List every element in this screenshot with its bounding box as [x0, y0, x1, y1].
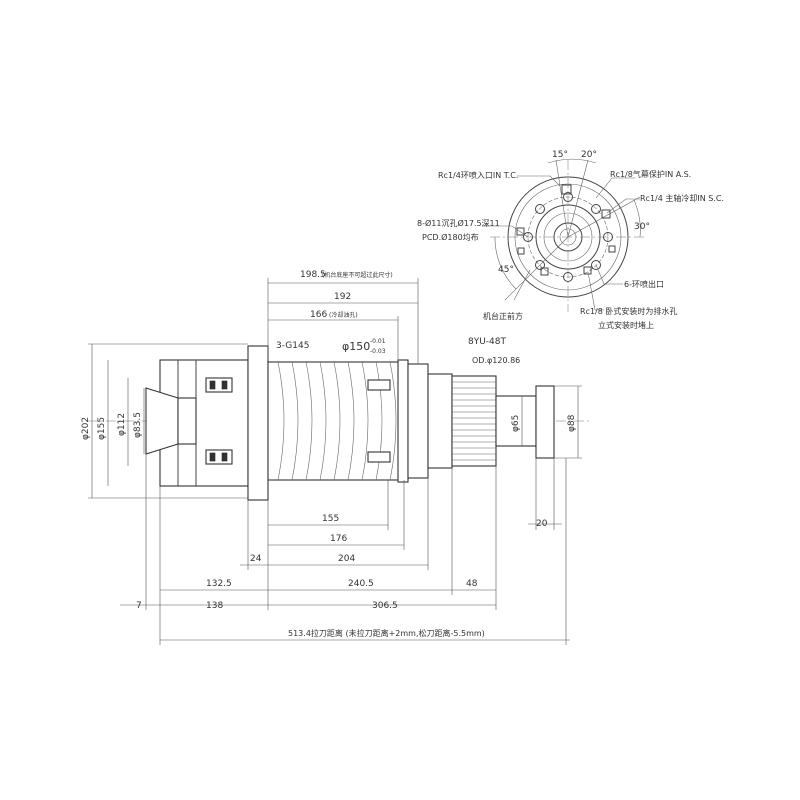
dim-198-5: 198.5: [300, 270, 326, 280]
dim-24: 24: [250, 554, 262, 564]
dim-155: 155: [322, 514, 339, 524]
angle-15: 15°: [552, 150, 568, 160]
dim-phi65: φ65: [511, 415, 521, 432]
dim-pulley: 8YU-48T: [468, 337, 507, 347]
dimension-lines: [88, 278, 582, 645]
dim-pulley-od: OD.φ120.86: [472, 356, 520, 365]
dim-132-5: 132.5: [206, 579, 232, 589]
dim-204: 204: [338, 554, 355, 564]
dim-phi112: φ112: [117, 413, 127, 436]
dim-198-5-note: (机台底座不可超过此尺寸): [322, 271, 393, 279]
label-holes-1: 8-Ø11沉孔Ø17.5深11: [417, 218, 500, 228]
dim-phi150-tol-upper: -0.01: [370, 338, 386, 345]
label-outlet: 6-环喷出口: [624, 279, 664, 289]
dim-138: 138: [206, 601, 223, 611]
dim-phi150: φ150: [342, 340, 370, 353]
mounting-holes: [523, 192, 613, 282]
housing-thread: [277, 361, 397, 481]
dim-176: 176: [330, 534, 347, 544]
dim-7: 7: [136, 601, 142, 611]
dim-240-5: 240.5: [348, 579, 374, 589]
dim-48: 48: [466, 579, 478, 589]
label-rc18-h1: Rc1/8 卧式安装时为排水孔: [580, 306, 677, 316]
end-view: 15° 20° 30° 45° Rc1/4环喷入口IN T.C. Rc1/8气幕…: [417, 150, 724, 330]
label-front: 机台正前方: [483, 311, 523, 321]
dim-phi150-tol-lower: -0.03: [370, 348, 386, 355]
angle-20: 20°: [581, 150, 597, 160]
dim-166-note: (冷却油孔): [329, 311, 358, 319]
flange-bolts: [205, 377, 233, 465]
angle-45: 45°: [498, 265, 514, 275]
label-rc14-tc: Rc1/4环喷入口IN T.C.: [438, 170, 518, 180]
angle-30: 30°: [634, 222, 650, 232]
dim-phi88: φ88: [567, 414, 577, 432]
dim-g145: 3-G145: [276, 341, 309, 351]
label-rc14-sc: Rc1/4 主轴冷却IN S.C.: [640, 193, 724, 203]
dim-20: 20: [536, 519, 548, 529]
dim-192: 192: [334, 292, 351, 302]
dim-phi83-5: φ83.5: [133, 412, 143, 438]
label-holes-2: PCD.Ø180均布: [422, 232, 479, 242]
dim-166: 166: [310, 310, 327, 320]
label-rc18-as: Rc1/8气幕保护IN A.S.: [610, 169, 691, 179]
pulley-teeth: [452, 381, 496, 461]
label-rc18-h2: 立式安装时堵上: [598, 320, 654, 330]
dimension-texts: 198.5 (机台底座不可超过此尺寸) 192 166 (冷却油孔) 3-G14…: [81, 270, 577, 638]
dim-total: 513.4拉刀距离 (未拉刀距离+2mm,松刀距离-5.5mm): [288, 628, 485, 638]
side-view: [88, 345, 590, 501]
dim-phi202: φ202: [81, 417, 91, 440]
dim-phi155: φ155: [97, 417, 107, 440]
dim-306-5: 306.5: [372, 601, 398, 611]
